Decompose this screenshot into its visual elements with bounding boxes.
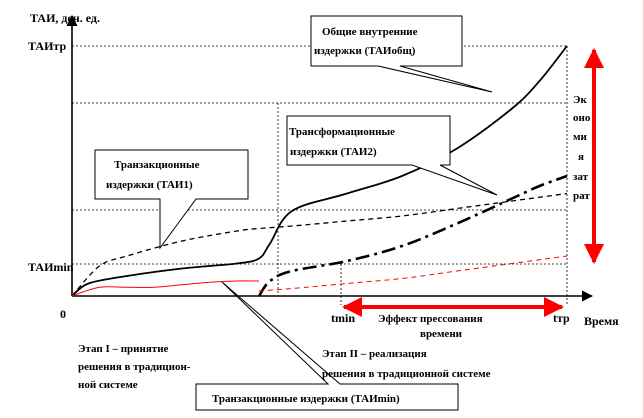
economy-text: зат <box>573 171 589 183</box>
callout-total-costs: Общие внутренние издержки (ТАИобщ) <box>310 15 493 93</box>
stage1-text: ной системе <box>78 379 138 391</box>
stage1-text: решения в традицион- <box>78 361 191 373</box>
stage2-text: решения в традиционной системе <box>322 368 491 380</box>
pressing-annotation: Эффект прессования времени <box>378 313 483 340</box>
callout-text: издержки (ТАИ1) <box>106 179 193 191</box>
callout-text: Трансформационные <box>289 126 395 138</box>
series-line-0 <box>71 45 568 297</box>
economy-text: Эк <box>573 94 587 106</box>
tick-label-tmin: tmin <box>331 311 355 325</box>
tick-label-taimin: ТАИmin <box>28 260 74 274</box>
callout-transaction-costs-1: Транзакционные издержки (ТАИ1) <box>94 149 249 250</box>
callout-text: издержки (ТАИобщ) <box>314 45 416 57</box>
stage1-annotation: Этап I – принятие решения в традицион- н… <box>78 343 191 391</box>
tick-label-tair: ТАИтр <box>28 39 66 53</box>
callout-transaction-costs-min: Транзакционные издержки (ТАИmin) <box>195 281 459 411</box>
callout-text: Транзакционные <box>114 159 200 171</box>
economy-annotation: Эк оно ми я зат рат <box>573 94 591 202</box>
series-line-1 <box>257 174 568 297</box>
series-layer <box>71 45 568 297</box>
callout-text: издержки (ТАИ2) <box>290 146 377 158</box>
tick-label-ttr: tтр <box>553 311 570 325</box>
economy-text: рат <box>573 190 590 202</box>
pressing-text: времени <box>420 328 463 340</box>
origin-label: 0 <box>60 307 66 321</box>
callout-transformation-costs: Трансформационные издержки (ТАИ2) <box>286 115 498 196</box>
series-line-4 <box>258 255 568 292</box>
stage1-text: Этап I – принятие <box>78 343 169 355</box>
y-axis-label: ТАИ, ден. ед. <box>30 11 100 25</box>
x-axis-label: Время <box>584 314 619 328</box>
economy-text: оно <box>573 112 591 124</box>
economy-text: я <box>578 151 584 163</box>
stage2-annotation: Этап II – реализация решения в традицион… <box>322 348 491 380</box>
series-line-3 <box>71 280 260 297</box>
callout-text: Транзакционные издержки (ТАИmin) <box>212 393 400 405</box>
stage2-text: Этап II – реализация <box>322 348 427 360</box>
callout-text: Общие внутренние <box>322 26 418 38</box>
series-line-2 <box>71 192 568 297</box>
pressing-text: Эффект прессования <box>378 313 483 325</box>
economy-text: ми <box>573 131 587 143</box>
